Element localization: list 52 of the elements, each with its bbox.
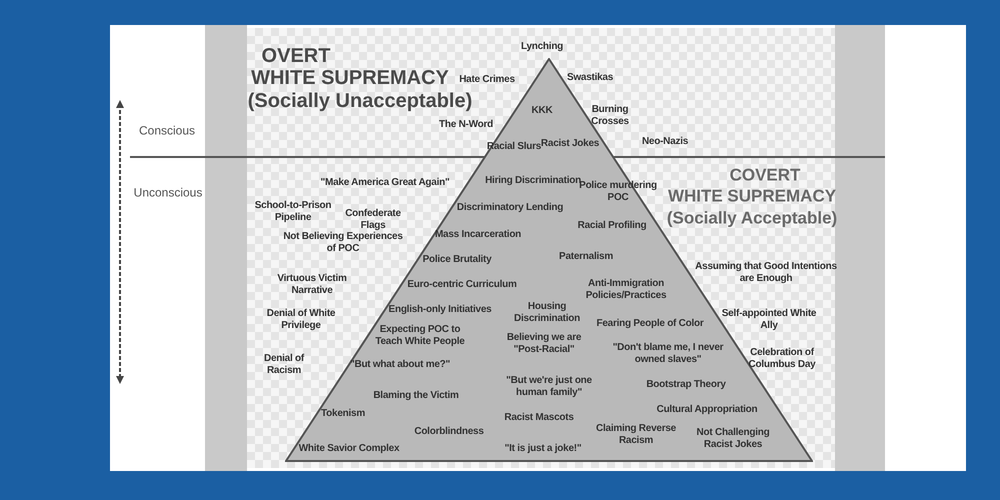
term-text: Virtuous Victim Narrative xyxy=(276,273,348,297)
term-text: Believing we are "Post-Racial" xyxy=(506,332,582,356)
heading-text: WHITE SUPREMACY xyxy=(668,188,836,206)
term-text: "It is just a joke!" xyxy=(504,443,582,455)
heading-text: COVERT xyxy=(730,166,800,186)
term-text: Fearing People of Color xyxy=(596,318,704,330)
term-text: Hiring Discrimination xyxy=(485,175,581,186)
heading-text: (Socially Unacceptable) xyxy=(248,90,472,112)
term-text: KKK xyxy=(532,105,552,117)
term-text: Discriminatory Lending xyxy=(456,202,564,214)
term-text: Police Brutality xyxy=(422,254,492,266)
term-text: English-only Initiatives xyxy=(388,304,492,316)
term-text: Cultural Appropriation xyxy=(656,404,758,416)
term-text: The N-Word xyxy=(439,119,493,131)
term-text: Paternalism xyxy=(559,251,613,263)
term-text: Expecting POC to Teach White People xyxy=(374,324,466,348)
term-text: School-to-Prison Pipeline xyxy=(254,200,332,224)
heading-text: (Socially Acceptable) xyxy=(666,210,838,228)
term-text: Swastikas xyxy=(566,72,614,84)
heading-text: OVERT xyxy=(262,45,330,67)
term-text: Blaming the Victim xyxy=(373,390,459,402)
axis-label: Conscious xyxy=(138,124,196,138)
term-text: Not Believing Experiences of POC xyxy=(282,231,404,255)
term-text: Self-appointed White Ally xyxy=(720,308,818,332)
term-text: "But we're just one human family" xyxy=(505,375,593,399)
term-text: "Make America Great Again" xyxy=(320,177,450,189)
term-text: Racist Mascots xyxy=(504,412,574,424)
term-text: Denial of White Privilege xyxy=(266,308,336,332)
term-text: Euro-centric Curriculum xyxy=(407,279,517,291)
term-text: Racist Jokes xyxy=(540,138,600,149)
term-text: Anti-Immigration Policies/Practices xyxy=(584,278,668,302)
term-text: Tokenism xyxy=(321,408,365,420)
term-text: "But what about me?" xyxy=(350,359,450,371)
term-text: Confederate Flags xyxy=(344,208,402,232)
term-text: Assuming that Good Intentions are Enough xyxy=(694,261,838,285)
term-text: Burning Crosses xyxy=(590,104,630,128)
term-text: Hate Crimes xyxy=(459,74,515,86)
term-text: Not Challenging Racist Jokes xyxy=(696,427,770,451)
term-text: Housing Discrimination xyxy=(513,301,581,325)
term-text: Lynching xyxy=(520,41,564,53)
term-text: "Don't blame me, I never owned slaves" xyxy=(612,342,724,366)
term-text: Colorblindness xyxy=(414,426,484,438)
term-text: Claiming Reverse Racism xyxy=(595,423,677,447)
term-text: Celebration of Columbus Day xyxy=(747,347,816,371)
heading-text: WHITE SUPREMACY xyxy=(251,67,449,89)
term-text: Denial of Racism xyxy=(263,353,306,377)
axis-label: Unconscious xyxy=(134,186,202,200)
term-text: Bootstrap Theory xyxy=(646,379,726,391)
term-text: Racial Profiling xyxy=(578,220,646,232)
term-text: White Savior Complex xyxy=(298,443,400,455)
term-text: Neo-Nazis xyxy=(642,136,688,148)
term-text: Mass Incarceration xyxy=(434,229,522,241)
